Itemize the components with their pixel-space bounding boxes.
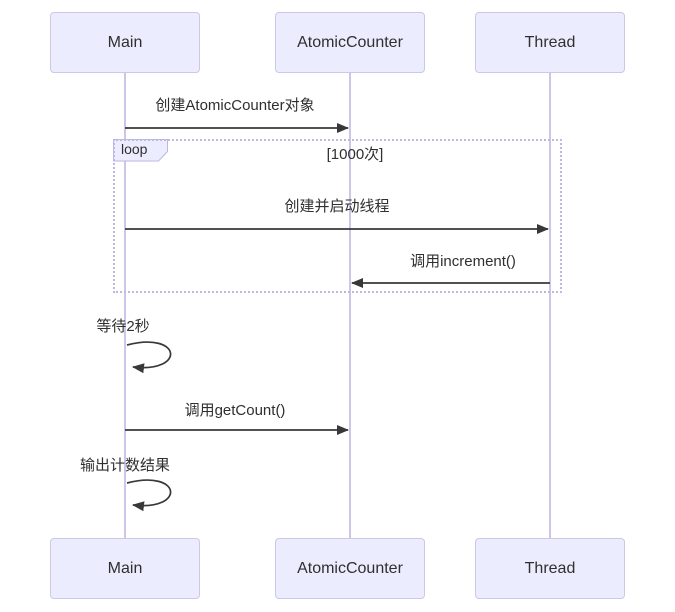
actor-thread-label: Thread <box>524 559 576 577</box>
self-arrow-wait <box>126 341 172 374</box>
actor-atomic-counter-label: AtomicCounter <box>297 559 403 577</box>
actor-atomic-counter-label: AtomicCounter <box>297 33 403 51</box>
loop-condition-label: [1000次] <box>326 146 384 163</box>
actor-main-bottom: Main <box>50 538 200 599</box>
actor-thread-top: Thread <box>475 12 625 73</box>
loop-fragment-frame <box>113 139 562 293</box>
message-call-getcount: 调用getCount() <box>184 402 286 419</box>
message-call-increment: 调用increment() <box>410 253 516 270</box>
message-output-result: 输出计数结果 <box>79 457 170 474</box>
actor-thread-bottom: Thread <box>475 538 625 599</box>
message-wait: 等待2秒 <box>96 318 150 335</box>
self-arrow-output <box>126 479 172 512</box>
actor-thread-label: Thread <box>524 33 576 51</box>
actor-atomic-counter-top: AtomicCounter <box>275 12 425 73</box>
actor-main-label: Main <box>107 559 143 577</box>
actor-main-top: Main <box>50 12 200 73</box>
actor-atomic-counter-bottom: AtomicCounter <box>275 538 425 599</box>
loop-keyword-label: loop <box>121 141 148 157</box>
message-create-thread: 创建并启动线程 <box>284 198 390 215</box>
message-create-counter: 创建AtomicCounter对象 <box>155 97 315 114</box>
actor-main-label: Main <box>107 33 143 51</box>
